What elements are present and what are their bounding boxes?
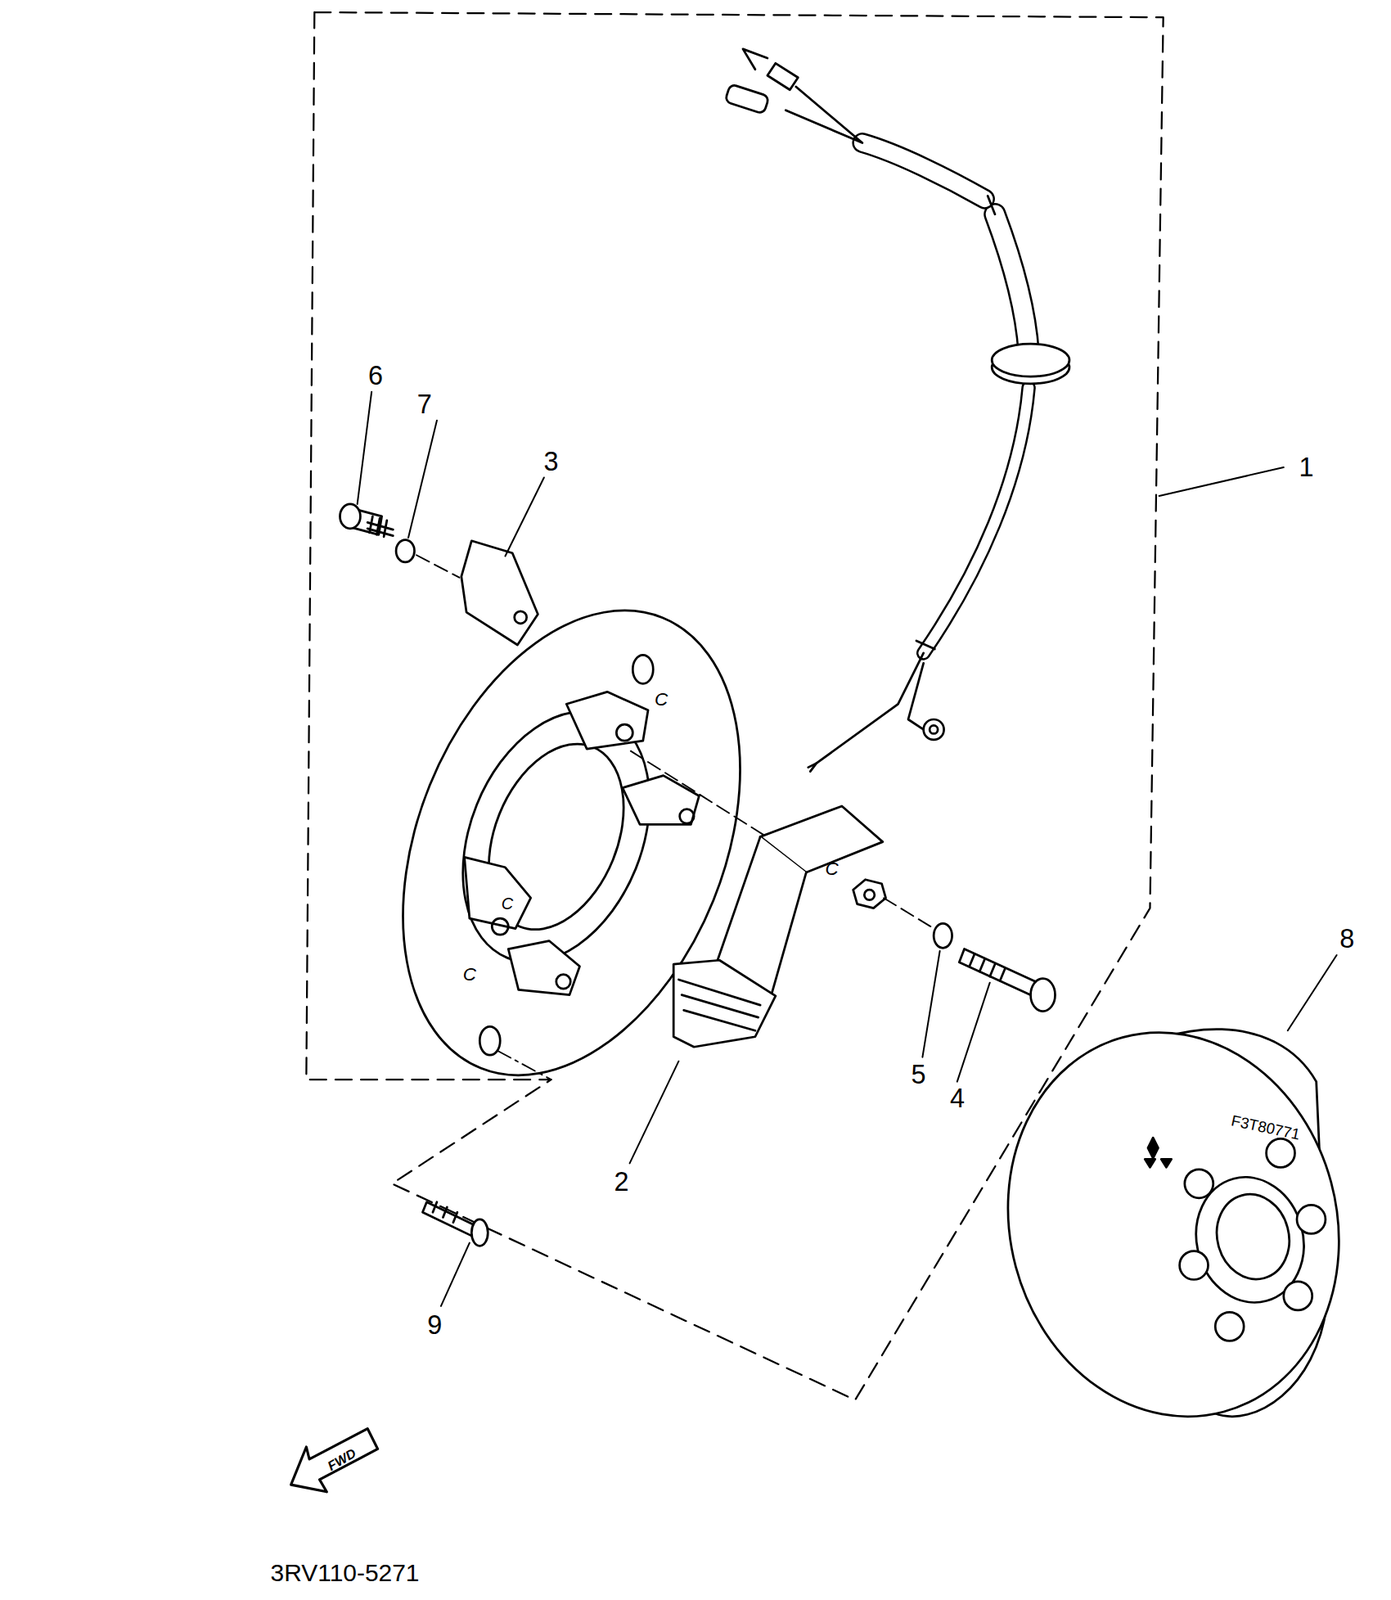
callout-number: 1 (1298, 454, 1314, 481)
callout-number: 2 (614, 1168, 630, 1195)
callout-number: 3 (543, 448, 559, 475)
part-mark: C (654, 690, 668, 709)
callout-number: 8 (1339, 925, 1355, 952)
part-mark: C (501, 895, 514, 913)
callout-number: 6 (368, 362, 383, 389)
part-mark: C (824, 859, 838, 878)
callout-number: 9 (427, 1311, 442, 1338)
callout-number: 4 (949, 1084, 965, 1112)
drawing-number: 3RV110-5271 (270, 1560, 420, 1585)
callout-number: 7 (417, 391, 433, 418)
part-mark: C (463, 965, 477, 984)
callout-number: 5 (911, 1061, 927, 1088)
